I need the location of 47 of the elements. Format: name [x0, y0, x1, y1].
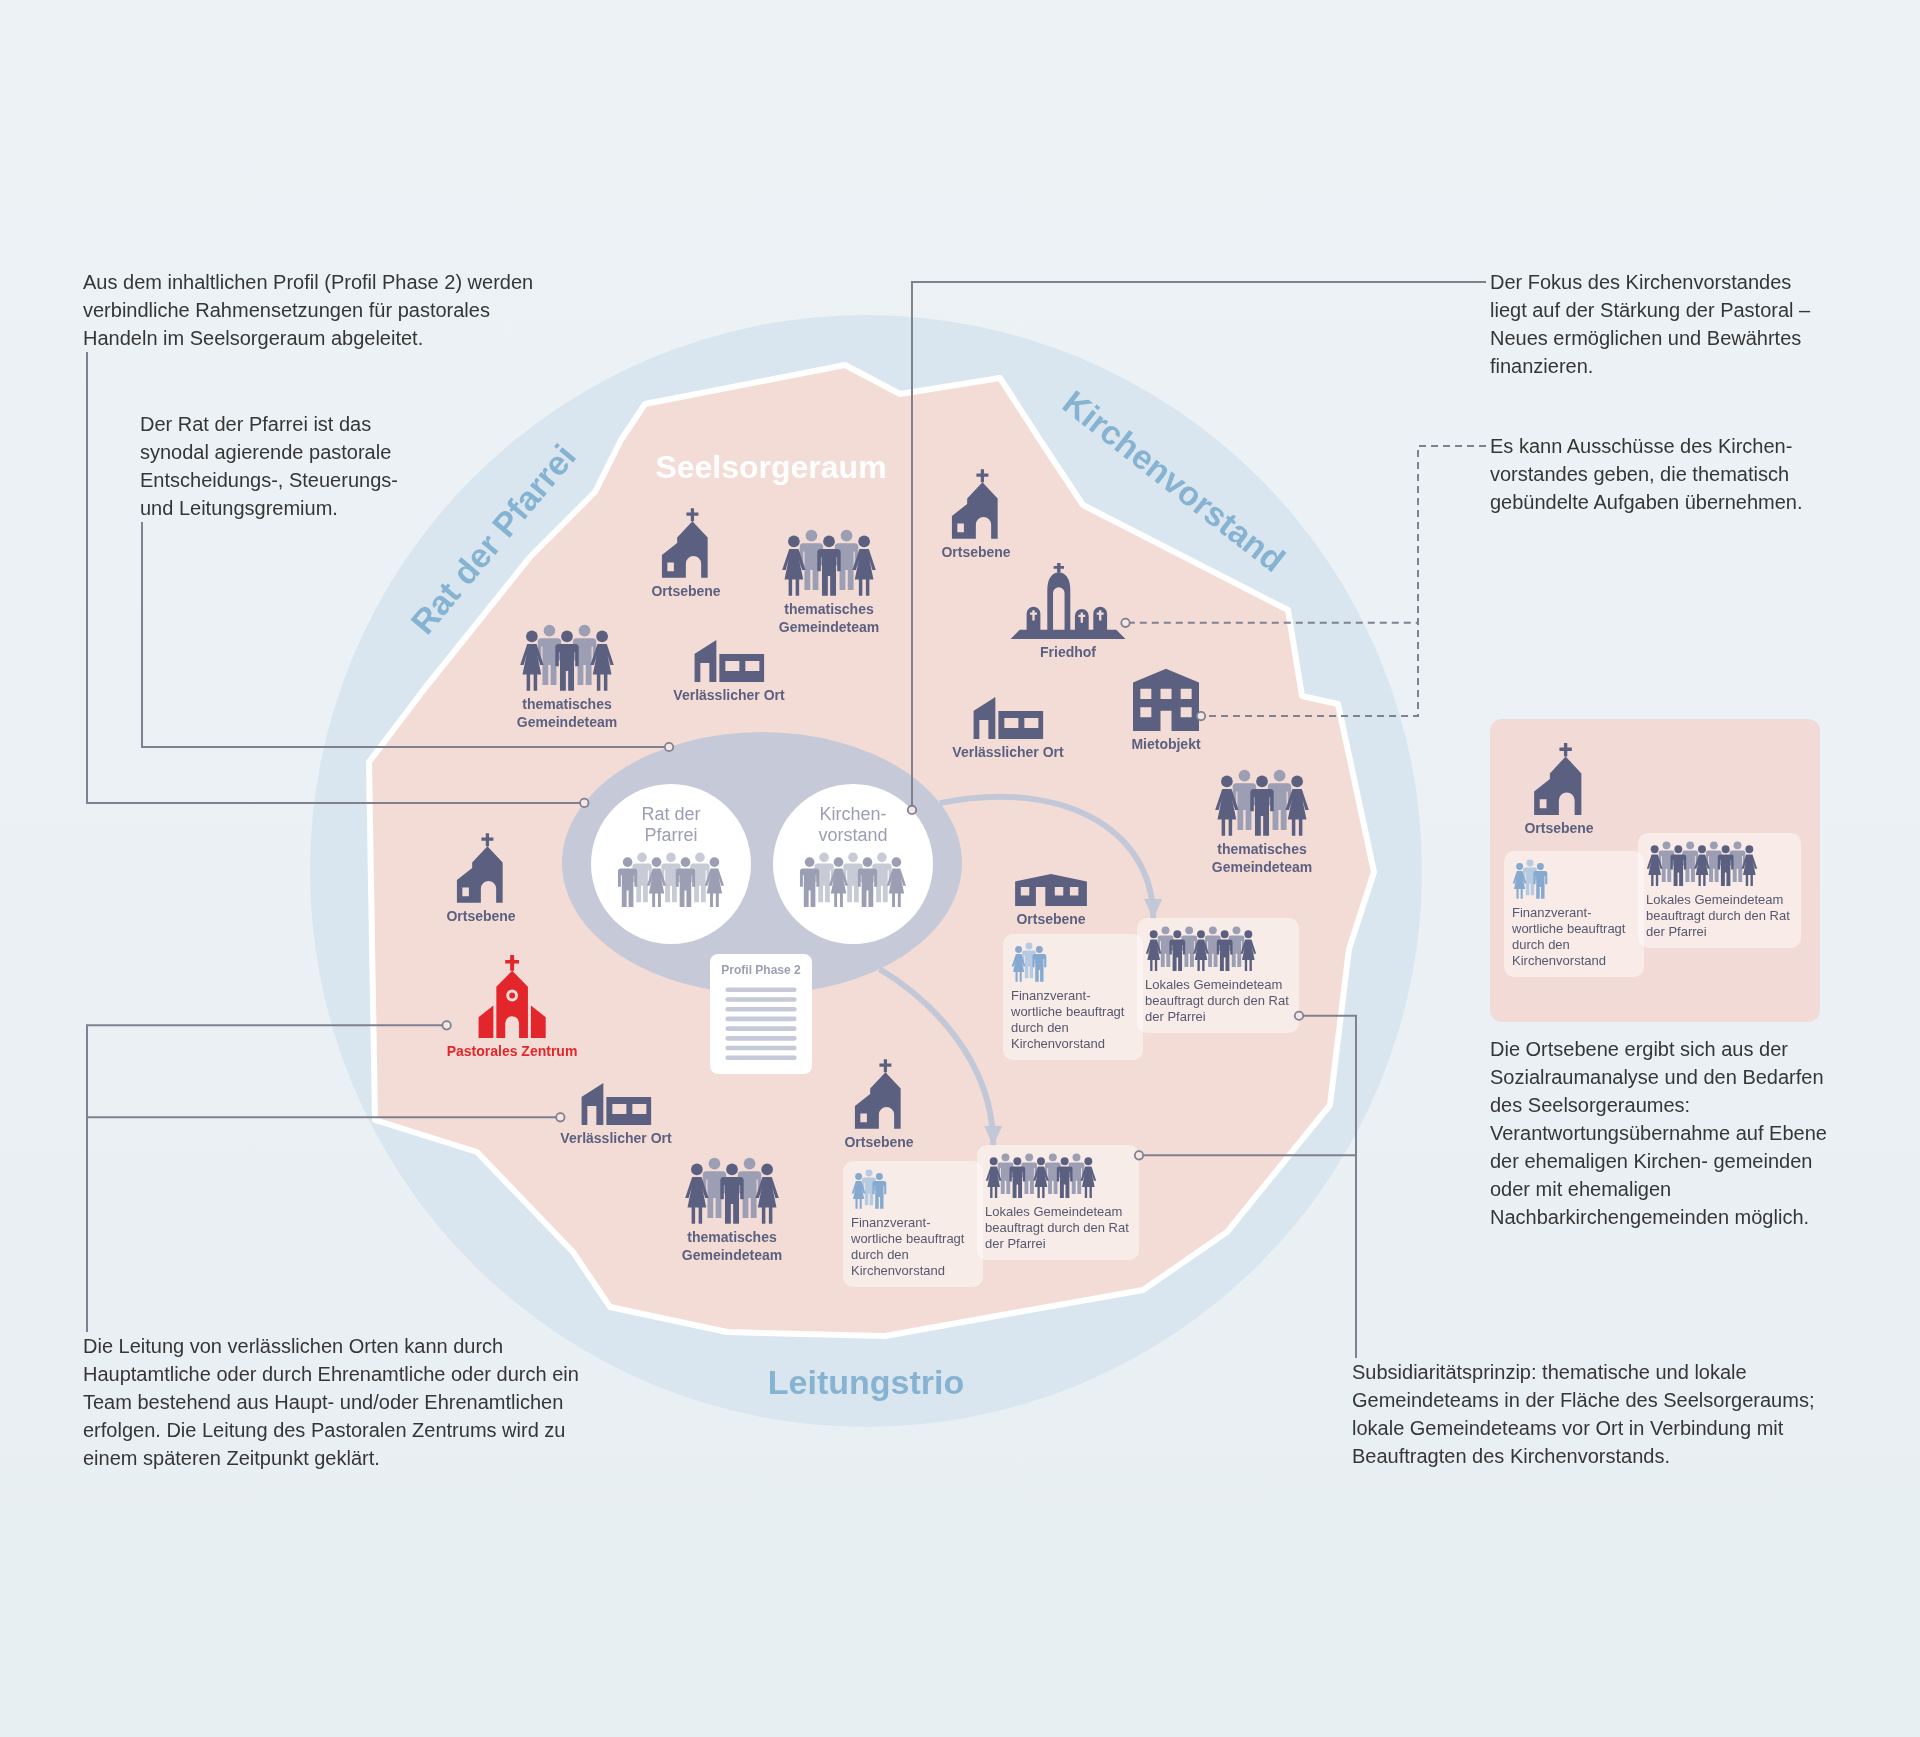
leader-line [86, 1112, 566, 1333]
card-text: Lokales Gemeindeteam beauftragt durch den Rat der Pfarrei [1145, 977, 1290, 1025]
leader-line [906, 281, 1487, 816]
team-card [1638, 833, 1801, 948]
place-label: Verlässlicher Ort [673, 686, 785, 704]
callout-text: Der Rat der Pfarrei ist das synodal agierende pastorale Entscheidungs-, Steuerungs- und Leitungsgremium. [140, 410, 415, 522]
team-card [1137, 918, 1299, 1033]
place-label: thematisches Gemeindeteam [515, 695, 619, 731]
team-card [1504, 851, 1644, 977]
place-label: Ortsebene [651, 582, 721, 600]
team-card [843, 1161, 983, 1287]
card-text: Finanzverant- wortliche beauftragt durch den Kirchenvorstand [851, 1215, 966, 1279]
curved-arrow [939, 793, 1161, 919]
leader-line [86, 351, 590, 808]
circle-title: Rat der Pfarrei [640, 804, 702, 846]
place-label: Pastorales Zentrum [446, 1042, 578, 1060]
example-panel [1490, 719, 1820, 1022]
card-text: Finanzverant- wortliche beauftragt durch den Kirchenvorstand [1011, 988, 1126, 1052]
document-title: Profil Phase 2 [721, 962, 801, 978]
team-card [1003, 934, 1143, 1060]
leader-line [141, 521, 675, 753]
callout-text: Es kann Ausschüsse des Kirchen- vorstandes geben, die thematisch gebündelte Aufgaben übernehmen. [1490, 432, 1830, 516]
place-label: Ortsebene [1016, 910, 1086, 928]
place-label: Verlässlicher Ort [952, 743, 1064, 761]
callout-text: Aus dem inhaltlichen Profil (Profil Phase 2) werden verbindliche Rahmensetzungen für pastorales Handeln im Seelsorgeraum abgeleitet. [83, 268, 548, 352]
card-text: Lokales Gemeindeteam beauftragt durch den Rat der Pfarrei [1646, 892, 1791, 940]
place-label: Ortsebene [941, 543, 1011, 561]
place-label: Friedhof [1040, 643, 1096, 661]
description-text: Die Ortsebene ergibt sich aus der Sozialraumanalyse und den Bedarfen des Seelsorgeraumes: Verantwortungsübernahme auf Ebene der ehemaligen Kirchen- gemeinden oder mit ehemaligen Nachbarkirchengemeinden möglich. [1490, 1037, 1828, 1230]
card-text: Finanzverant- wortliche beauftragt durch den Kirchenvorstand [1512, 905, 1627, 969]
team-card [977, 1145, 1139, 1260]
place-label: Ortsebene [446, 907, 516, 925]
document-card [710, 954, 812, 1074]
place-label: thematisches Gemeindeteam [1210, 840, 1314, 876]
ring-label: Leitungstrio [767, 1362, 965, 1402]
place-label: Ortsebene [844, 1133, 914, 1151]
place-label: Verlässlicher Ort [560, 1129, 672, 1147]
place-label: Mietobjekt [1131, 735, 1201, 753]
callout-text: Der Fokus des Kirchenvorstandes liegt auf der Stärkung der Pastoral – Neues ermöglichen und Bewährtes finanzieren. [1490, 268, 1830, 380]
callout-text: Die Leitung von verlässlichen Orten kann durch Hauptamtliche oder durch Ehrenamtliche oder durch ein Team bestehend aus Haupt- und/oder Ehrenamtlichen erfolgen. Die Leitung des Pastoralen Zentrums wird zu einem späteren Zeitpunkt geklärt. [83, 1332, 583, 1472]
place-label: thematisches Gemeindeteam [680, 1228, 784, 1264]
place-label: Ortsebene [1524, 819, 1594, 837]
curved-arrow [877, 966, 1001, 1146]
circle-title: Kirchen- vorstand [817, 804, 889, 846]
place-label: thematisches Gemeindeteam [777, 600, 881, 636]
card-text: Lokales Gemeindeteam beauftragt durch den Rat der Pfarrei [985, 1204, 1130, 1252]
callout-text: Subsidiaritätsprinzip: thematische und lokale Gemeindeteams in der Fläche des Seelsorgeraums; lokale Gemeindeteams vor Ort in Verbindung mit Beauftragten des Kirchenvorstands. [1352, 1358, 1822, 1470]
